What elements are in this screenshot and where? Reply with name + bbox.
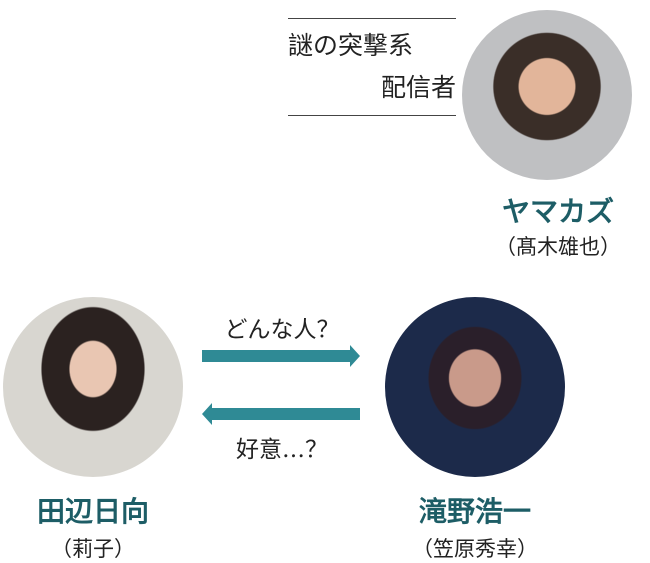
yamakazu-actor: （髙木雄也）: [495, 235, 621, 259]
relation-label-koui: 好意…？: [236, 437, 328, 463]
tanabe-hinata-actor: （莉子）: [51, 537, 135, 561]
yamakazu-description-line1: 謎の突撃系: [288, 31, 414, 60]
arrow-right: [202, 345, 360, 367]
yamakazu-description-line2: 配信者: [380, 73, 456, 102]
arrow-left: [202, 403, 360, 425]
tanabe-hinata-name: 田辺日向: [36, 495, 149, 528]
yamakazu-photo: [462, 10, 632, 180]
takino-koichi-photo: [385, 297, 565, 477]
divider-top: [288, 18, 456, 19]
takino-koichi-name: 滝野浩一: [418, 495, 531, 528]
yamakazu-name: ヤマカズ: [501, 195, 614, 228]
tanabe-hinata-photo: [3, 297, 183, 477]
takino-koichi-actor: （笠原秀幸）: [412, 537, 538, 561]
relation-label-donna-hito: どんな人？: [224, 317, 340, 343]
divider-bottom: [288, 115, 456, 116]
